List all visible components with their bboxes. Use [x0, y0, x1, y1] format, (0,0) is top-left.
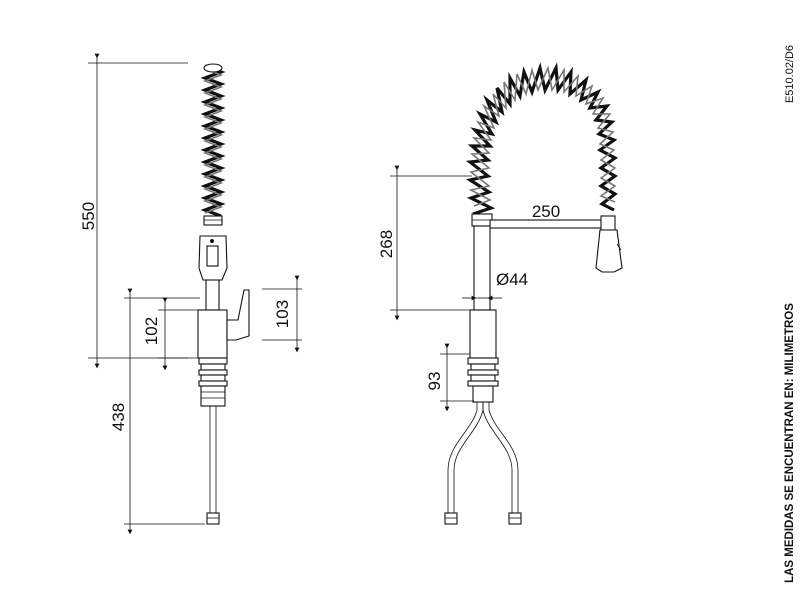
- left-faucet-view: [197, 63, 250, 525]
- right-dimensions: 268 250 Ø44 93: [377, 165, 560, 412]
- right-right-hose: [482, 402, 513, 513]
- dimension-250-label: 250: [532, 202, 560, 221]
- dimension-438-label: 438: [109, 403, 128, 431]
- right-spout-column: [473, 225, 491, 311]
- units-note: LAS MEDIDAS SE ENCUENTRAN EN: MILIMETROS: [784, 303, 796, 583]
- right-threaded-shank: [472, 385, 494, 403]
- dimension-103-label: 103: [273, 300, 292, 328]
- dimension-268-label: 268: [377, 230, 396, 258]
- dimension-diameter-label: Ø44: [496, 270, 528, 289]
- drawing-code: E510.02/D6: [784, 45, 796, 103]
- left-threaded-shank: [200, 385, 226, 407]
- left-coil-spring: [200, 64, 226, 218]
- right-faucet-view: [444, 62, 623, 525]
- right-left-hose: [447, 402, 478, 513]
- right-hose-nut-right: [508, 512, 522, 525]
- dimension-102-label: 102: [142, 317, 161, 345]
- right-spray-head: [595, 229, 623, 273]
- left-hose-nut: [206, 512, 220, 525]
- left-lever-handle: [226, 289, 250, 341]
- right-hose-nut-left: [444, 512, 458, 525]
- left-dimensions: 550 438 102 103: [79, 53, 302, 535]
- right-spout-arm: [489, 219, 605, 229]
- right-coil-spring: [465, 62, 619, 216]
- right-faucet-body: [469, 309, 497, 359]
- dimension-550-label: 550: [79, 202, 98, 230]
- left-spout-tube: [205, 279, 220, 311]
- dimension-93-label: 93: [425, 372, 444, 391]
- left-faucet-body: [197, 309, 228, 359]
